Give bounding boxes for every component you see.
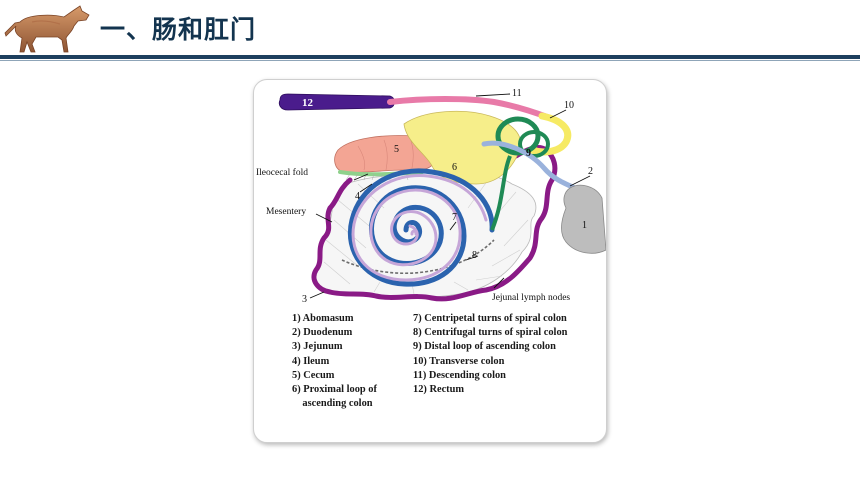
mesentery-hatching xyxy=(323,179,529,295)
legend-item: 7) Centripetal turns of spiral colon xyxy=(413,313,567,324)
diagram-card: 12 11 10 9 8 7 6 5 4 3 2 1 Ileocecal fol… xyxy=(253,79,607,443)
centripetal-spiral-colon xyxy=(351,174,488,282)
distal-loop-ascending-colon xyxy=(495,116,541,156)
slide-header: 一、肠和肛门 xyxy=(0,0,860,62)
header-rule-thin xyxy=(0,60,860,61)
label-2: 2 xyxy=(588,166,593,177)
label-jejunal-lymph-nodes: Jejunal lymph nodes xyxy=(492,293,570,303)
label-7: 7 xyxy=(452,212,457,223)
legend-item: 1) Abomasum xyxy=(292,313,354,324)
label-10: 10 xyxy=(564,100,574,111)
legend-item: 9) Distal loop of ascending colon xyxy=(413,341,556,353)
legend-item: 6) Proximal loop of xyxy=(292,384,377,396)
legend-column-right: 7) Centripetal turns of spiral colon 8) … xyxy=(413,312,603,397)
ruminant-intestine-diagram: 12 11 10 9 8 7 6 5 4 3 2 1 Ileocecal fol… xyxy=(256,88,606,305)
label-12: 12 xyxy=(302,97,314,109)
label-1: 1 xyxy=(582,220,587,231)
descending-colon xyxy=(387,96,553,121)
label-3: 3 xyxy=(302,294,307,305)
abomasum xyxy=(561,184,606,254)
label-ileocecal-fold: Ileocecal fold xyxy=(256,167,308,178)
legend-item: ascending colon xyxy=(292,398,373,410)
legend-item: 2) Duodenum xyxy=(292,327,353,339)
legend-item: 5) Cecum xyxy=(292,369,335,381)
rectum xyxy=(278,93,395,111)
diagram-legend: 1) Abomasum 2) Duodenum 3) Jejunum 4) Il… xyxy=(254,312,606,440)
jejunum-tube xyxy=(311,145,558,302)
legend-item: 11) Descending colon xyxy=(413,369,506,381)
legend-column-left: 1) Abomasum 2) Duodenum 3) Jejunum 4) Il… xyxy=(292,312,422,411)
legend-item: 8) Centrifugal turns of spiral colon xyxy=(413,327,568,339)
label-11: 11 xyxy=(512,88,522,99)
centrifugal-spiral-colon xyxy=(348,168,495,287)
label-mesentery: Mesentery xyxy=(266,207,306,217)
legend-item: 4) Ileum xyxy=(292,355,330,367)
label-8: 8 xyxy=(472,250,477,261)
label-9: 9 xyxy=(526,148,531,159)
legend-item: 3) Jejunum xyxy=(292,341,343,353)
legend-item: 12) Rectum xyxy=(413,384,465,396)
page-title: 一、肠和肛门 xyxy=(100,15,257,44)
leader-lines xyxy=(309,93,591,299)
header-rule xyxy=(0,55,860,59)
label-5: 5 xyxy=(394,144,399,155)
label-6: 6 xyxy=(452,162,457,173)
label-4: 4 xyxy=(355,191,360,202)
duodenum-tube xyxy=(481,140,587,195)
legend-item: 10) Transverse colon xyxy=(413,355,505,367)
standing-dog-icon xyxy=(4,5,90,53)
